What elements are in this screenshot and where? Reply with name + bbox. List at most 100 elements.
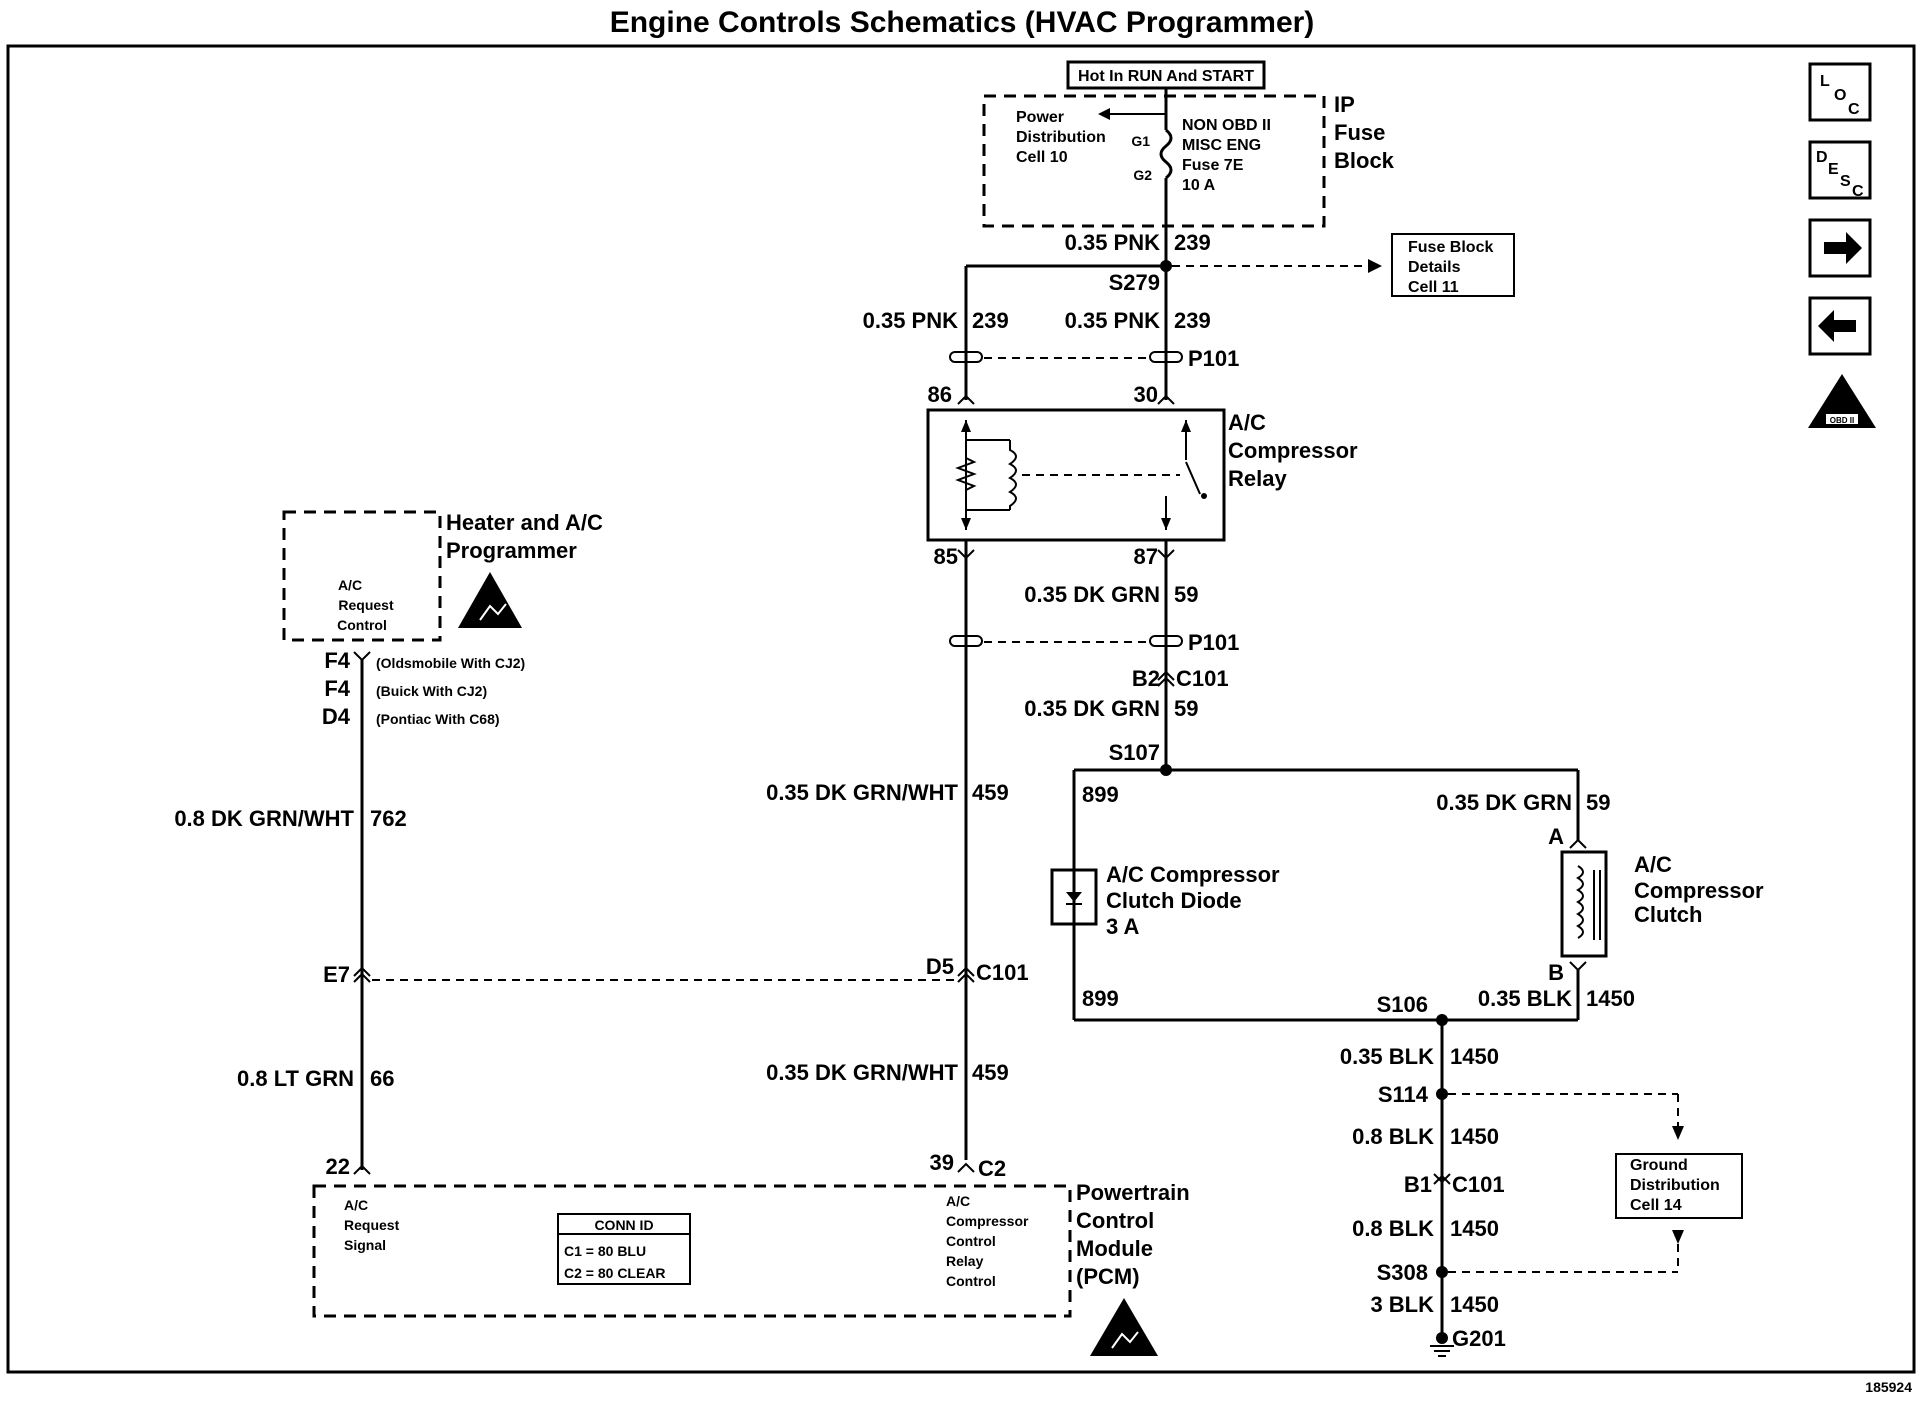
clutch-name-1: A/C: [1634, 852, 1672, 877]
ac-clutch-diode: [1050, 868, 1098, 926]
ac-compressor-clutch: [1560, 850, 1608, 958]
fuse-icon: [1159, 128, 1173, 180]
note-pontiac: (Pontiac With C68): [376, 711, 500, 727]
loc-c: C: [1848, 101, 1860, 118]
heater-ac-programmer: [282, 510, 442, 642]
ground-dist-2: Distribution: [1630, 1177, 1720, 1194]
relay-name-2: Compressor: [1228, 438, 1358, 463]
diode-icon: [1066, 892, 1082, 902]
fuse-desc-4: 10 A: [1182, 177, 1216, 194]
programmer-inside-3: Control: [337, 617, 387, 633]
pin-86-label: 86: [928, 382, 952, 407]
pin-a-label: A: [1548, 824, 1564, 849]
right-arrow-icon: [1824, 232, 1862, 264]
pcm-right-2: Compressor: [946, 1213, 1029, 1229]
desc-d: D: [1816, 149, 1828, 166]
ground-icon: [1430, 1345, 1454, 1357]
fuse-block-details-box: [1391, 233, 1515, 297]
pcm-name-3: Module: [1076, 1236, 1153, 1261]
splice-s106-label: S106: [1377, 992, 1428, 1017]
p101-lower-label: P101: [1188, 630, 1239, 655]
pin-39-label: 39: [930, 1150, 954, 1175]
relay-switch-icon: [1185, 461, 1201, 495]
wire-pnk-right-label: 0.35 PNK: [1065, 308, 1160, 333]
left-arrow-icon: [1818, 310, 1856, 342]
wire-66-label: 0.8 LT GRN: [237, 1066, 354, 1091]
wire-pnk-left-label: 0.35 PNK: [863, 308, 958, 333]
pin-f4-olds: F4: [324, 648, 350, 673]
clutch-coil-icon: [1576, 865, 1584, 939]
wire-gnd-2-label: 0.8 BLK: [1352, 1124, 1434, 1149]
programmer-name-2: Programmer: [446, 538, 577, 563]
wire-dkgrn-s107-label: 0.35 DK GRN: [1024, 696, 1160, 721]
splice-s308-label: S308: [1377, 1260, 1428, 1285]
pcm-right-4: Relay: [946, 1253, 984, 1269]
ip-fuse-block-label-3: Block: [1334, 148, 1395, 173]
resistor-icon: [955, 457, 977, 491]
pin-85-label: 85: [934, 544, 958, 569]
wire-dkgrn-s107-circuit: 59: [1174, 696, 1198, 721]
wire-pnk-left-circuit: 239: [972, 308, 1009, 333]
splice-s279-label: S279: [1109, 270, 1160, 295]
wire-clutch-b-circuit: 1450: [1586, 986, 1635, 1011]
wire-gnd-1-circuit: 1450: [1450, 1044, 1499, 1069]
g1-label: G1: [1131, 133, 1150, 149]
conn-id-row-1: C1 = 80 BLU: [564, 1243, 646, 1259]
ac-compressor-relay: [926, 408, 1226, 542]
c101-upper-label: C101: [1176, 666, 1229, 691]
connector-p101-right-lower: [1149, 635, 1183, 647]
splice-s114: [1436, 1088, 1448, 1100]
previous-page-button[interactable]: [1808, 296, 1872, 356]
wire-762-label: 0.8 DK GRN/WHT: [174, 806, 354, 831]
loc-o: O: [1834, 87, 1846, 104]
pin-e7-label: E7: [323, 962, 350, 987]
programmer-inside-1: A/C: [338, 577, 362, 593]
c101-ground-label: C101: [1452, 1172, 1505, 1197]
wire-459-bottom-label: 0.35 DK GRN/WHT: [766, 1060, 958, 1085]
pcm-name-4: (PCM): [1076, 1264, 1140, 1289]
wire-pnk-right-circuit: 239: [1174, 308, 1211, 333]
programmer-inside-2: Request: [338, 597, 394, 613]
note-buick: (Buick With CJ2): [376, 683, 487, 699]
wire-pnk-top-circuit: 239: [1174, 230, 1211, 255]
programmer-name-1: Heater and A/C: [446, 510, 603, 535]
description-button[interactable]: D E S C: [1808, 140, 1872, 200]
wire-gnd-2-circuit: 1450: [1450, 1124, 1499, 1149]
conn-id-row-2: C2 = 80 CLEAR: [564, 1265, 666, 1281]
wire-clutch-b-label: 0.35 BLK: [1478, 986, 1572, 1011]
conn-id-title: CONN ID: [594, 1217, 653, 1233]
g2-label: G2: [1133, 167, 1152, 183]
diode-label-2: Clutch Diode: [1106, 888, 1242, 913]
pcm-left-3: Signal: [344, 1237, 386, 1253]
arrow-left-icon: [1098, 108, 1110, 120]
obd-badge-label: OBD II: [1830, 416, 1854, 425]
wire-899-bottom: 899: [1082, 986, 1119, 1011]
fuse-desc-2: MISC ENG: [1182, 137, 1261, 154]
clutch-name-3: Clutch: [1634, 902, 1702, 927]
relay-name-1: A/C: [1228, 410, 1266, 435]
connector-p101-right-upper: [1149, 351, 1183, 363]
connector-p101-left-upper: [949, 351, 983, 363]
wire-66-circuit: 66: [370, 1066, 394, 1091]
hot-in-run-label: Hot In RUN And START: [1078, 68, 1254, 85]
next-page-button[interactable]: [1808, 218, 1872, 278]
pin-30-label: 30: [1134, 382, 1158, 407]
wire-clutch-a-circuit: 59: [1586, 790, 1610, 815]
wire-459-bottom-circuit: 459: [972, 1060, 1009, 1085]
p101-upper-label: P101: [1188, 346, 1239, 371]
ground-g201-label: G201: [1452, 1326, 1506, 1351]
fuse-details-3: Cell 11: [1408, 279, 1459, 296]
pin-87-label: 87: [1134, 544, 1158, 569]
wire-pnk-top-label: 0.35 PNK: [1065, 230, 1160, 255]
ip-fuse-block-label-2: Fuse: [1334, 120, 1385, 145]
wire-dkgrn-87-label: 0.35 DK GRN: [1024, 582, 1160, 607]
diode-label-3: 3 A: [1106, 914, 1140, 939]
esd-warning-icon: [458, 572, 522, 628]
location-button[interactable]: L O C: [1808, 62, 1872, 122]
ground-dist-3: Cell 14: [1630, 1197, 1682, 1214]
pin-d4-pontiac: D4: [322, 704, 351, 729]
pcm-left-2: Request: [344, 1217, 400, 1233]
wire-459-top-label: 0.35 DK GRN/WHT: [766, 780, 958, 805]
wire-gnd-4-circuit: 1450: [1450, 1292, 1499, 1317]
